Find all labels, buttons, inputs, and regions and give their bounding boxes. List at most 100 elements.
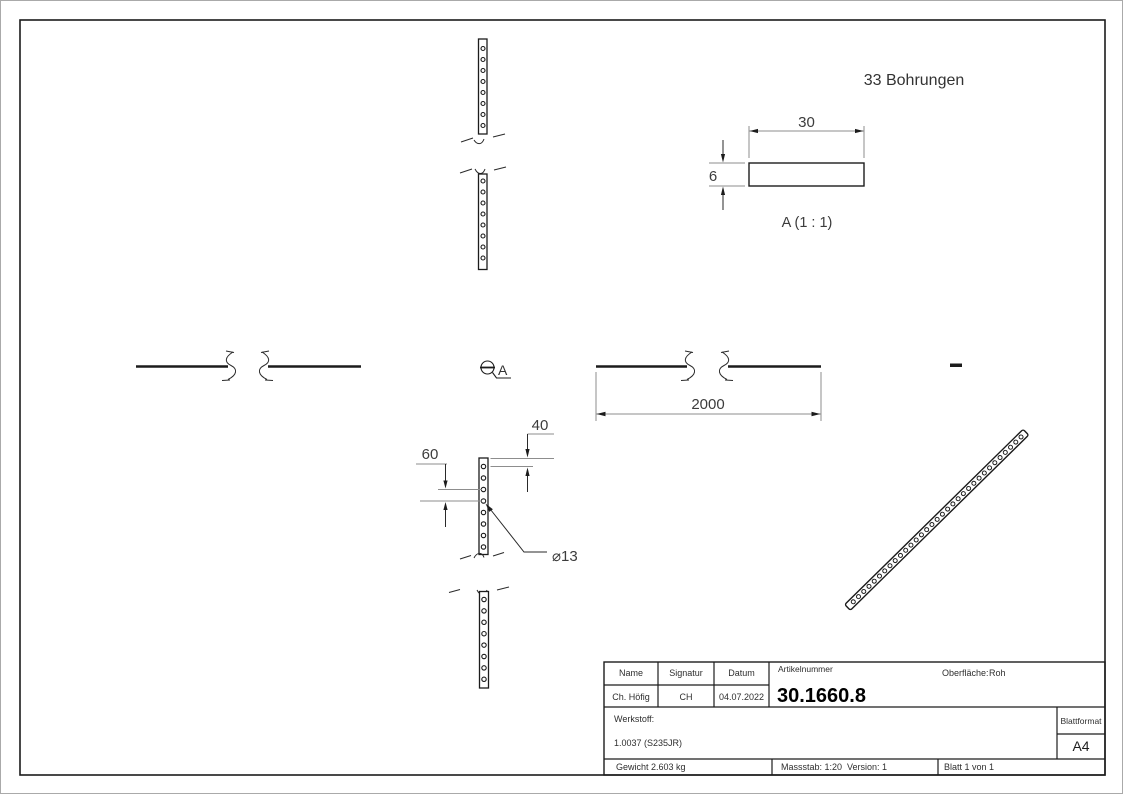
hole [992, 460, 998, 466]
hole [480, 509, 487, 516]
hole [913, 537, 919, 543]
arrowhead [525, 449, 530, 458]
hole [976, 475, 982, 481]
hole [966, 485, 972, 491]
hole [480, 544, 487, 550]
view-edge-right: 2000 [595, 350, 822, 421]
hole [903, 547, 909, 553]
hole [850, 599, 856, 605]
detail-view-upper-holes [480, 463, 487, 550]
tb-name-header: Name [619, 668, 643, 678]
hole [887, 563, 893, 569]
hole [918, 532, 924, 538]
callout-label: A [498, 362, 508, 378]
hole [960, 491, 966, 497]
hole [955, 496, 961, 502]
hole [480, 100, 486, 107]
hole [1018, 434, 1024, 440]
break-mark [473, 552, 485, 559]
hole [876, 573, 882, 579]
front-view-upper-holes [480, 45, 486, 129]
hole [997, 455, 1003, 461]
break-mark [264, 379, 274, 381]
front-view-lower-segment [477, 173, 488, 271]
hole [866, 583, 872, 589]
hole [871, 578, 877, 584]
holes-count-note: 33 Bohrungen [864, 72, 965, 89]
hole [480, 45, 486, 52]
hole [480, 463, 487, 470]
hole [481, 665, 487, 671]
dim-2000-text: 2000 [691, 396, 724, 413]
detail-view-upper-segment [478, 457, 489, 556]
hole [481, 630, 487, 637]
detail-profile-rect [748, 162, 865, 187]
hole [480, 244, 486, 250]
hole [480, 89, 486, 96]
hole [939, 511, 945, 517]
detail-view-a: 30 6 A (1 : 1) [709, 114, 865, 231]
tb-scale: Massstab: 1:20 [781, 762, 842, 772]
hole [861, 588, 867, 594]
break-mark [459, 168, 473, 174]
hole [481, 676, 487, 683]
hole [480, 222, 486, 228]
hole [945, 506, 951, 512]
view-front-broken [459, 38, 507, 271]
tb-surface-label: Oberfläche: [942, 668, 989, 678]
hole [480, 189, 486, 195]
hole [897, 552, 903, 558]
hole [1008, 444, 1014, 450]
hole [908, 542, 914, 548]
hole [971, 480, 977, 486]
tb-date-header: Datum [728, 668, 755, 678]
break-mark [492, 133, 506, 138]
tb-signature-header: Signatur [669, 668, 703, 678]
hole [981, 470, 987, 476]
tb-weight: Gewicht 2.603 kg [616, 762, 686, 772]
tb-version: Version: 1 [847, 762, 887, 772]
tb-signature-value: CH [680, 692, 693, 702]
tb-material-label: Werkstoff: [614, 714, 654, 724]
tb-article-label: Artikelnummer [778, 664, 833, 674]
arrowhead [811, 411, 821, 417]
dim-30-text: 30 [798, 114, 815, 131]
arrowhead [720, 154, 726, 163]
hole [1013, 439, 1019, 445]
hole [481, 642, 487, 648]
front-view-upper-segment [477, 38, 488, 135]
tb-sheet-format-label: Blattformat [1060, 716, 1102, 726]
tb-name-value: Ch. Höfig [612, 692, 650, 702]
arrowhead [720, 186, 726, 195]
hole [481, 596, 487, 603]
tb-surface-value: Roh [989, 668, 1006, 678]
title-block-frame [603, 661, 1106, 776]
break-mark [719, 351, 730, 380]
break-mark [459, 555, 472, 560]
view-isometric [844, 429, 1029, 611]
hole [480, 178, 486, 184]
hole [856, 594, 862, 600]
break-mark [473, 138, 485, 145]
arrowhead [855, 128, 864, 134]
view-front-detail-dims: 40 60 ⌀13 [416, 417, 578, 689]
hole [924, 527, 930, 533]
title-block: Name Signatur Datum Ch. Höfig CH 04.07.2… [603, 661, 1106, 776]
break-mark [496, 586, 510, 591]
dim-60-text: 60 [422, 446, 439, 463]
tb-sheet-format-value: A4 [1072, 738, 1089, 754]
hole [480, 255, 486, 261]
dim-dia13: ⌀13 [485, 503, 578, 565]
tb-article-number: 30.1660.8 [777, 685, 866, 707]
hole [481, 608, 487, 614]
break-mark [724, 379, 734, 381]
tb-sheet-number: Blatt 1 von 1 [944, 762, 994, 772]
hole [481, 619, 487, 626]
iso-holes [850, 434, 1024, 605]
arrowhead [443, 502, 448, 510]
dim-6-text: 6 [709, 168, 717, 185]
view-edge-left [136, 350, 361, 381]
tb-material-value: 1.0037 (S235JR) [614, 738, 682, 748]
